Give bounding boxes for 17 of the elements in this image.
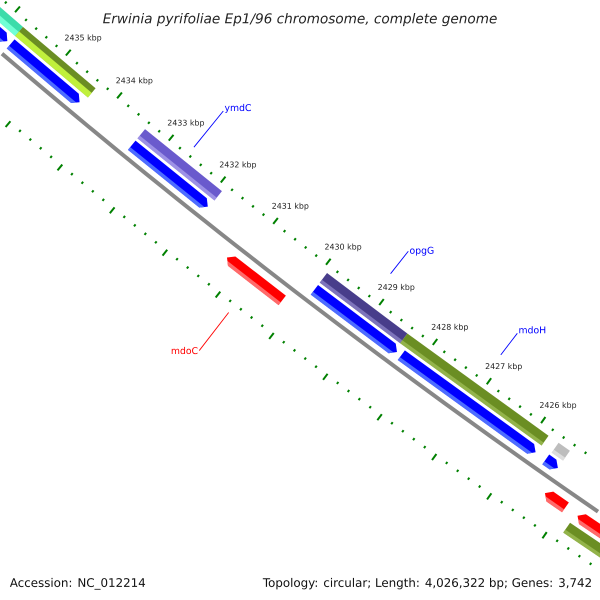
gene-block: [226, 256, 286, 306]
gene-label: mdoC: [172, 346, 198, 354]
footer-text: Accession: NC_012214: [10, 578, 146, 590]
title: Erwinia pyrifoliae Ep1/96 chromosome, complete genome: [103, 12, 497, 26]
gene-bar: [552, 442, 570, 461]
gene-label: ymdC: [224, 104, 251, 113]
gene-block: [578, 514, 600, 538]
leader-line: [390, 250, 409, 274]
leader-line: [198, 312, 230, 351]
footer-text: Topology: circular; Length: 4,026,322 bp; Genes: 3,742: [262, 578, 591, 590]
gene-label: mdoH: [519, 326, 546, 334]
gene-block: [544, 492, 569, 512]
leader-line: [500, 332, 518, 356]
gene-label: opgG: [410, 246, 434, 256]
leader-line: [193, 110, 224, 148]
gene-block: [542, 454, 558, 470]
gene-block: [0, 26, 8, 42]
